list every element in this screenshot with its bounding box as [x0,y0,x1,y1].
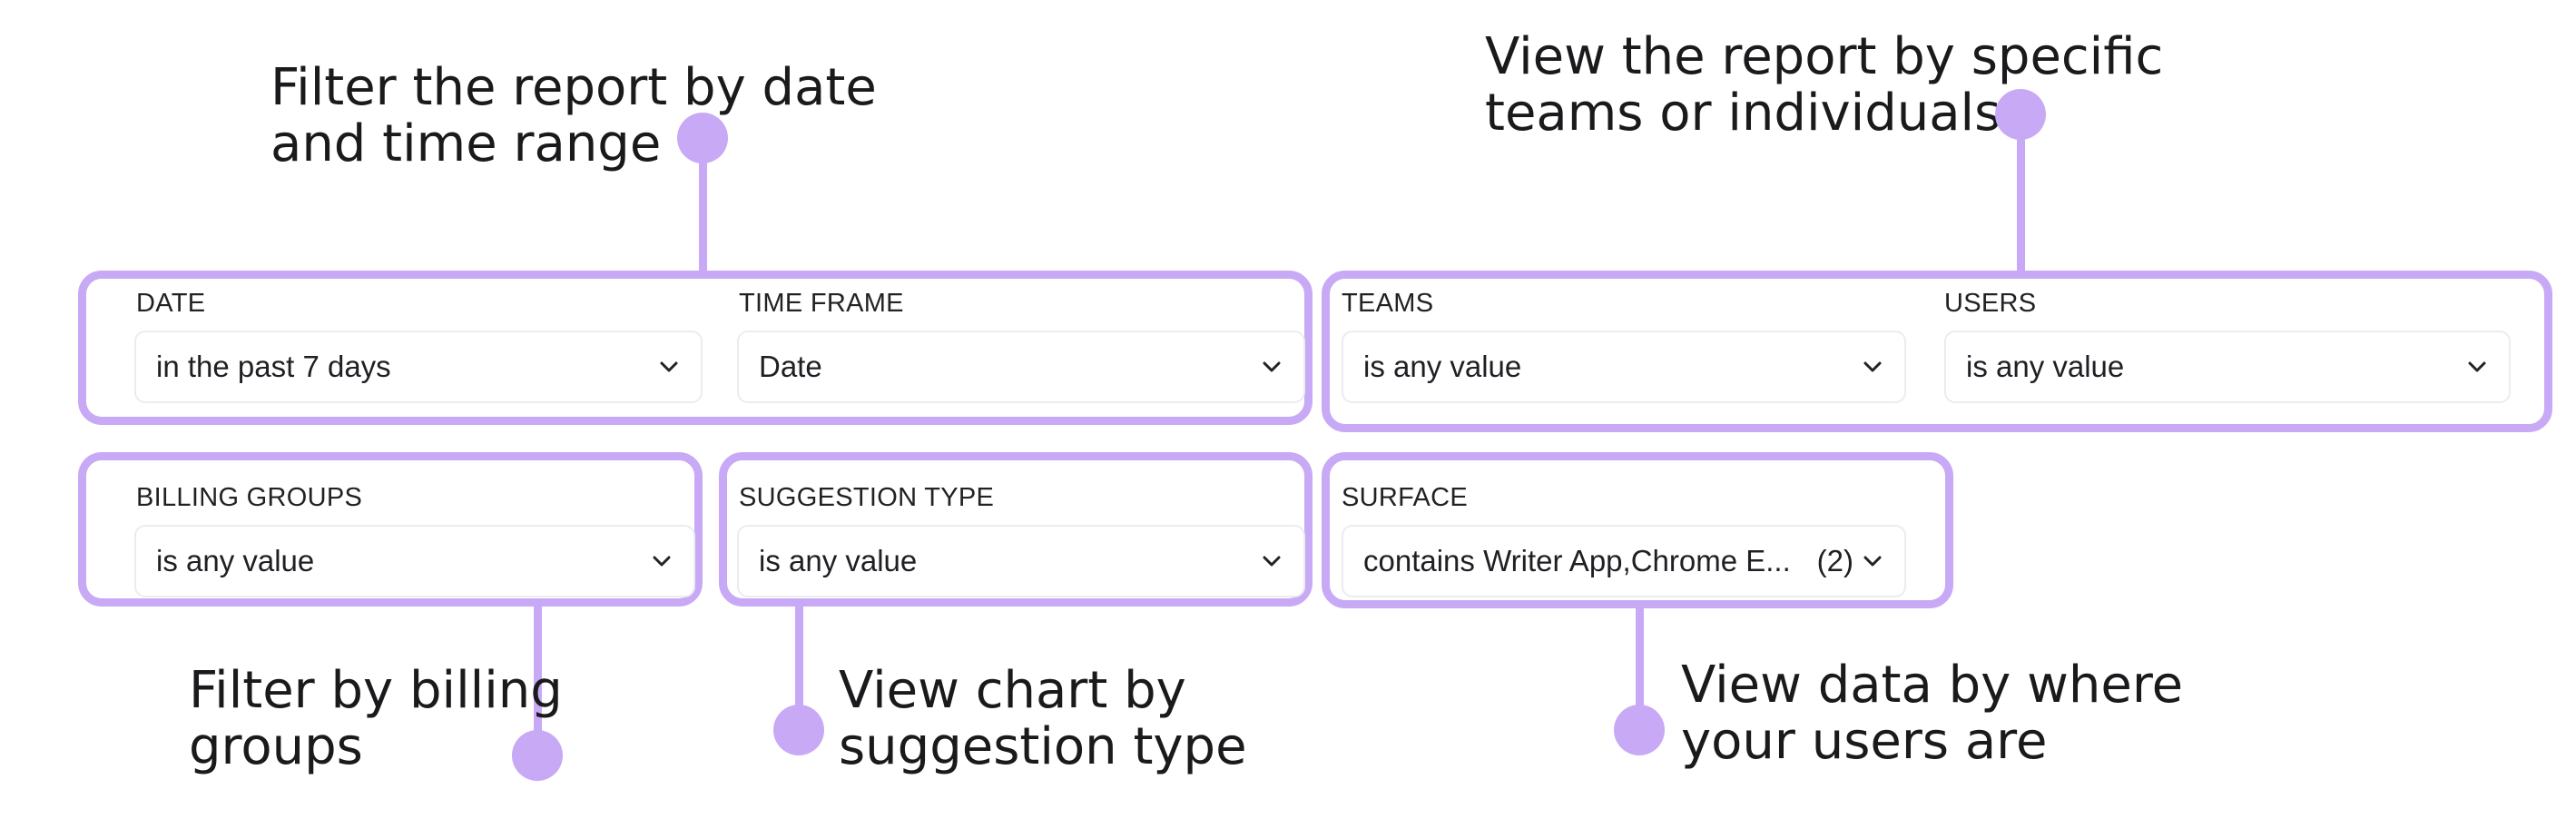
annotation-line: groups [189,717,363,776]
users-label: USERS [1944,289,2037,318]
chevron-down-icon [660,361,678,372]
surface-selected-count: (2) [1816,544,1853,577]
time-frame-select[interactable]: Date [737,331,1305,403]
time-frame-select-value: Date [759,350,822,383]
annotation-date-time: Filter the report by date and time range [270,60,877,173]
chevron-down-icon [1863,361,1882,372]
chevron-down-icon [653,556,671,567]
chevron-down-icon [1263,361,1281,372]
date-timeframe-group [78,271,1313,425]
teams-label: TEAMS [1342,289,1434,318]
callout-dot [1614,705,1665,755]
surface-label: SURFACE [1342,483,1469,512]
suggestion-type-group [719,452,1313,607]
callout-line [699,154,707,274]
chevron-down-icon [2468,361,2486,372]
callout-line [534,603,542,759]
annotation-teams-users: View the report by specific teams or ind… [1485,29,2163,142]
time-frame-label: TIME FRAME [739,289,904,318]
callout-line [2017,131,2025,274]
suggestion-type-select[interactable]: is any value [737,525,1305,597]
callout-dot [512,730,563,781]
annotation-line: View chart by [839,661,1186,720]
billing-groups-label: BILLING GROUPS [136,483,363,512]
surface-select[interactable]: contains Writer App,Chrome E... (2) [1342,525,1906,597]
teams-select-value: is any value [1363,350,1522,383]
annotation-line: Filter the report by date [270,58,877,117]
callout-line [1636,603,1644,717]
suggestion-type-select-value: is any value [759,544,918,577]
billing-groups-select[interactable]: is any value [134,525,695,597]
chevron-down-icon [1863,556,1882,567]
annotation-line: Filter by billing [189,661,563,720]
annotation-surface: View data by where your users are [1681,657,2183,770]
annotation-line: teams or individuals [1485,84,2001,143]
callout-dot [773,705,824,755]
annotation-line: and time range [270,114,662,173]
billing-groups-group [78,452,703,607]
annotation-billing: Filter by billing groups [189,663,563,775]
teams-select[interactable]: is any value [1342,331,1906,403]
users-select-value: is any value [1966,350,2125,383]
annotation-line: your users are [1681,712,2048,771]
users-select[interactable]: is any value [1944,331,2511,403]
annotation-suggestion: View chart by suggestion type [839,663,1247,775]
annotation-line: suggestion type [839,717,1247,776]
chevron-down-icon [1263,556,1281,567]
date-label: DATE [136,289,206,318]
date-select-value: in the past 7 days [156,350,391,383]
date-select[interactable]: in the past 7 days [134,331,703,403]
surface-select-value: contains Writer App,Chrome E... [1363,544,1791,577]
billing-groups-select-value: is any value [156,544,315,577]
callout-line [795,603,803,721]
suggestion-type-label: SUGGESTION TYPE [739,483,995,512]
annotation-line: View data by where [1681,656,2184,715]
teams-users-group [1322,271,2552,432]
annotation-line: View the report by specific [1485,27,2164,86]
